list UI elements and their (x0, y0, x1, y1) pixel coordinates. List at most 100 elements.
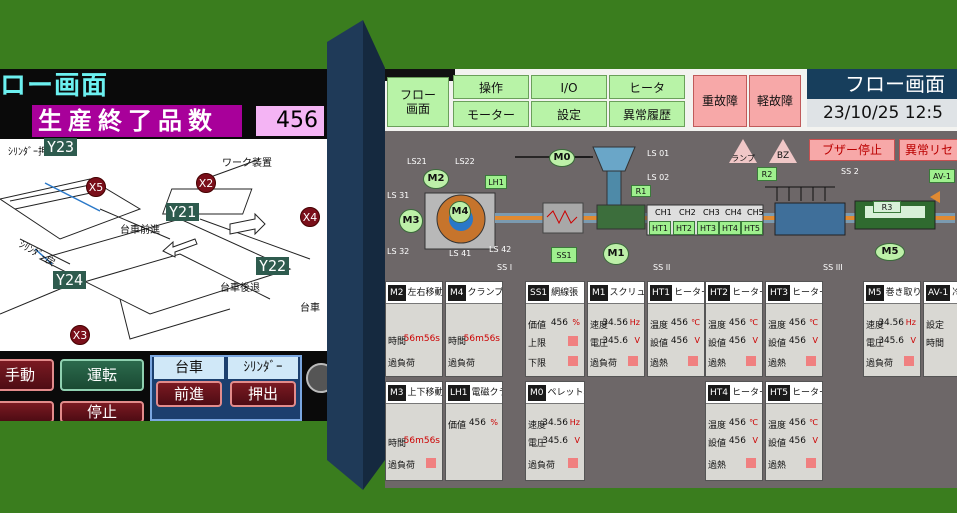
ht5-box[interactable]: HT5 (741, 221, 763, 235)
ch5-label: CH5 (747, 208, 764, 217)
panel-m4-title: クランプ (467, 288, 503, 298)
panel-ht1-temp: 456 (670, 318, 688, 328)
panel-ht5-title: ヒーター (792, 388, 822, 398)
tag-x4: X4 (300, 207, 320, 227)
error-reset-button[interactable]: 異常リセ (899, 139, 957, 161)
lamp-indicator-icon[interactable] (729, 139, 757, 163)
ss1-box[interactable]: SS1 (551, 247, 577, 263)
m1-motor-icon[interactable]: M1 (603, 243, 629, 265)
r1-box[interactable]: R1 (631, 185, 651, 197)
panel-m5-overload: 過負荷 (866, 359, 894, 369)
panel-m3-tag: M3 (388, 385, 406, 401)
panel-av1-title: 冷却 (952, 288, 957, 298)
m3-motor-icon[interactable]: M3 (399, 209, 423, 233)
panel-ht4-set: 456 (728, 436, 746, 446)
ss-i-label: SS I (497, 263, 513, 272)
m4-motor-icon[interactable]: M4 (449, 201, 471, 223)
ht1-box[interactable]: HT1 (649, 221, 671, 235)
r2-box[interactable]: R2 (757, 167, 777, 181)
round-knob-icon[interactable] (306, 363, 328, 393)
quantity-label: 生産終了品数量 (32, 105, 242, 167)
panel-m1-tag: M1 (590, 285, 608, 301)
panel-m4-time-value: 56m56s (463, 334, 500, 344)
av1-box[interactable]: AV-1 (929, 169, 955, 183)
panel-ht3-tag: HT3 (768, 285, 790, 301)
ht3-box[interactable]: HT3 (697, 221, 719, 235)
tag-y24: Y24 (53, 271, 87, 289)
stop-button-partial[interactable] (0, 401, 54, 421)
panel-m5-speed-label: 速度 (866, 321, 885, 331)
panel-ss1-upper: 上限 (528, 339, 547, 349)
panel-m0-volt-label: 電圧 (528, 439, 547, 449)
ht2-box[interactable]: HT2 (673, 221, 695, 235)
panel-ht3-overheat-lamp (806, 356, 816, 366)
panel-av1[interactable]: AV-1冷却 設定 時間 (923, 281, 957, 377)
minor-fault-button[interactable]: 軽故障 (749, 75, 801, 127)
ls21-label: LS21 (407, 157, 427, 166)
m5-motor-icon[interactable]: M5 (875, 243, 905, 261)
stop-button[interactable]: 停止 (60, 401, 144, 421)
panel-m0-speed-unit: Hz (569, 418, 580, 427)
ls02-label: LS 02 (647, 173, 670, 182)
forward-button[interactable]: 前進 (156, 381, 222, 407)
panel-m5-volt-label: 電圧 (866, 339, 885, 349)
panel-ht4-overheat-lamp (746, 458, 756, 468)
bz-indicator-icon[interactable] (769, 139, 797, 163)
panel-ht3-set-unit: V (812, 336, 818, 345)
ss-iii-label: SS III (823, 263, 843, 272)
tab-operation[interactable]: 操作 (453, 75, 529, 99)
panel-m1-overload-lamp (628, 356, 638, 366)
panel-av1-tag: AV-1 (926, 285, 951, 301)
tab-io[interactable]: I/O (531, 75, 607, 99)
buzzer-stop-button[interactable]: ブザー停止 (809, 139, 895, 161)
panel-m5-title: 巻き取り (885, 288, 921, 298)
manual-button[interactable]: 手動 (0, 359, 54, 391)
r3-box: R3 (873, 201, 901, 213)
right-hmi-screen: フロー 画面 操作 I/O ヒータ モーター 設定 異常履歴 重故障 軽故障 フ… (385, 69, 957, 488)
ht4-box[interactable]: HT4 (719, 221, 741, 235)
panel-m3-title: 上下移動 (407, 388, 443, 398)
panel-ht4-temp: 456 (728, 418, 746, 428)
tab-motor[interactable]: モーター (453, 101, 529, 127)
tab-heater[interactable]: ヒータ (609, 75, 685, 99)
panel-ht3-set: 456 (788, 336, 806, 346)
tab-flow-screen[interactable]: フロー 画面 (387, 77, 449, 127)
panel-ht2-set: 456 (728, 336, 746, 346)
panel-ht3-temp: 456 (788, 318, 806, 328)
panel-m5-overload-lamp (904, 356, 914, 366)
tab-settings[interactable]: 設定 (531, 101, 607, 127)
panel-ht1-temp-unit: ℃ (691, 318, 700, 327)
ls41-label: LS 41 (449, 249, 472, 258)
tab-error-history[interactable]: 異常履歴 (609, 101, 685, 127)
m2-motor-icon[interactable]: M2 (423, 169, 449, 189)
ls42-label: LS 42 (489, 245, 512, 254)
panel-ht3-temp-label: 温度 (768, 321, 787, 331)
ls01-label: LS 01 (647, 149, 670, 158)
panel-m5-volt: 345.6 (878, 336, 904, 346)
date-time-display: 23/10/25 12:5 (807, 99, 957, 127)
panel-av1-set-label: 設定 (926, 321, 945, 331)
panel-ht4-overheat: 過熱 (708, 461, 727, 471)
run-button[interactable]: 運転 (60, 359, 144, 391)
panel-ht2-temp-label: 温度 (708, 321, 727, 331)
panel-ht2-tag: HT2 (708, 285, 730, 301)
major-fault-button[interactable]: 重故障 (693, 75, 747, 127)
panel-m2-overload: 過負荷 (388, 359, 416, 369)
push-button[interactable]: 押出 (230, 381, 296, 407)
lh1-box[interactable]: LH1 (485, 175, 507, 189)
m0-motor-icon[interactable]: M0 (549, 149, 575, 167)
panel-m1-volt: 345.6 (602, 336, 628, 346)
